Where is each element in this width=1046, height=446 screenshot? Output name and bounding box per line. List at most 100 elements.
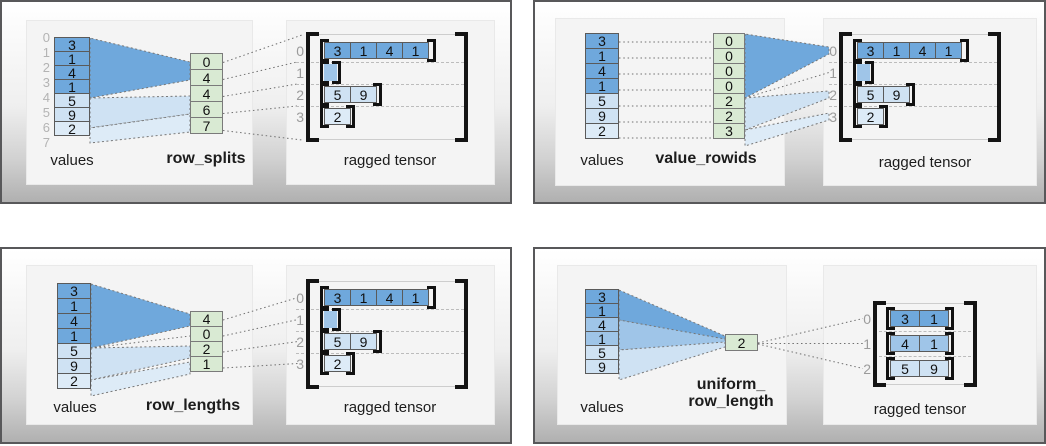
value-cell: 9 bbox=[57, 358, 91, 374]
method-label: row_lengths bbox=[145, 397, 241, 414]
value-cell: 2 bbox=[585, 123, 619, 139]
value-index-label: 6 bbox=[42, 120, 50, 135]
tensor-cell: 2 bbox=[857, 108, 884, 125]
row-close-bracket bbox=[373, 83, 382, 106]
row-open-bracket bbox=[886, 307, 895, 330]
row-open-bracket bbox=[886, 332, 895, 355]
row-open-bracket bbox=[320, 105, 329, 128]
row-open-bracket bbox=[886, 357, 895, 380]
ragged-tensor-label: ragged tensor bbox=[878, 154, 972, 171]
row-close-bracket bbox=[373, 330, 382, 353]
tensor-row-index: 1 bbox=[829, 64, 837, 81]
tensor-cell: 1 bbox=[402, 42, 429, 59]
method-cell: 4 bbox=[190, 311, 223, 327]
row-close-bracket bbox=[945, 307, 954, 330]
tensor-row-index: 3 bbox=[829, 108, 837, 125]
row-open-bracket bbox=[853, 83, 862, 106]
tensor-row-index: 0 bbox=[296, 42, 304, 59]
tensor-open-bracket bbox=[306, 32, 319, 142]
method-cell: 6 bbox=[190, 101, 223, 118]
tensor-row-index: 3 bbox=[296, 355, 304, 372]
method-cell: 0 bbox=[713, 33, 745, 49]
row-open-bracket bbox=[320, 286, 329, 309]
tensor-close-bracket bbox=[455, 279, 468, 389]
empty-row-cell bbox=[857, 64, 870, 81]
row-close-bracket bbox=[865, 61, 874, 84]
row-close-bracket bbox=[427, 39, 436, 62]
value-index-label: 2 bbox=[42, 60, 50, 75]
row-close-bracket bbox=[945, 357, 954, 380]
tensor-row: 2 bbox=[857, 108, 884, 125]
value-index-label: 7 bbox=[42, 135, 50, 150]
tensor-open-bracket bbox=[306, 279, 319, 389]
value-index-label: 3 bbox=[42, 75, 50, 90]
method-column: 2 bbox=[725, 334, 758, 351]
row-separator bbox=[296, 61, 464, 63]
method-cell: 0 bbox=[713, 48, 745, 64]
method-label: uniform_ row_length bbox=[688, 376, 774, 410]
row-open-bracket bbox=[853, 61, 862, 84]
tensor-cell: 4 bbox=[909, 42, 936, 59]
tensor-cell: 1 bbox=[883, 42, 910, 59]
method-label: row_splits bbox=[166, 150, 246, 167]
value-cell: 3 bbox=[585, 33, 619, 49]
tensor-row bbox=[324, 311, 337, 328]
method-cell: 1 bbox=[190, 356, 223, 372]
method-cell: 0 bbox=[190, 326, 223, 342]
tensor-cell: 9 bbox=[919, 360, 949, 377]
row-close-bracket bbox=[906, 83, 915, 106]
tensor-row-index: 1 bbox=[863, 335, 871, 352]
tensor-open-bracket bbox=[873, 301, 886, 387]
tensor-cell: 1 bbox=[402, 289, 429, 306]
row-close-bracket bbox=[945, 332, 954, 355]
method-cell: 0 bbox=[713, 78, 745, 94]
row-open-bracket bbox=[320, 352, 329, 375]
row-separator bbox=[829, 105, 997, 107]
row-open-bracket bbox=[320, 330, 329, 353]
row-close-bracket bbox=[879, 105, 888, 128]
value-cell: 2 bbox=[57, 373, 91, 389]
value-cell: 5 bbox=[585, 93, 619, 109]
tensor-cell: 5 bbox=[857, 86, 884, 103]
method-cell: 2 bbox=[190, 341, 223, 357]
method-label: value_rowids bbox=[655, 150, 757, 167]
row-separator bbox=[879, 330, 971, 332]
empty-row-cell bbox=[324, 64, 337, 81]
row-open-bracket bbox=[320, 61, 329, 84]
tensor-row-index: 1 bbox=[296, 64, 304, 81]
tensor-row bbox=[857, 64, 870, 81]
row-open-bracket bbox=[320, 39, 329, 62]
ragged-tensor-label: ragged tensor bbox=[873, 401, 967, 418]
row-open-bracket bbox=[320, 83, 329, 106]
value-cell: 4 bbox=[57, 313, 91, 329]
tensor-row-index: 2 bbox=[296, 86, 304, 103]
value-cell: 9 bbox=[585, 108, 619, 124]
tensor-row-index: 2 bbox=[863, 360, 871, 377]
method-cell: 2 bbox=[713, 93, 745, 109]
method-cell: 7 bbox=[190, 117, 223, 134]
row-close-bracket bbox=[960, 39, 969, 62]
value-cell: 3 bbox=[57, 283, 91, 299]
tensor-cell: 9 bbox=[350, 333, 377, 350]
values-label: values bbox=[50, 152, 94, 169]
value-cell: 1 bbox=[57, 328, 91, 344]
row-close-bracket bbox=[346, 352, 355, 375]
tensor-row: 2 bbox=[324, 108, 351, 125]
tensor-open-bracket bbox=[839, 32, 852, 142]
tensor-close-bracket bbox=[455, 32, 468, 142]
values-label: values bbox=[580, 399, 624, 416]
method-cell: 0 bbox=[190, 53, 223, 70]
tensor-row-index: 0 bbox=[829, 42, 837, 59]
row-close-bracket bbox=[332, 61, 341, 84]
